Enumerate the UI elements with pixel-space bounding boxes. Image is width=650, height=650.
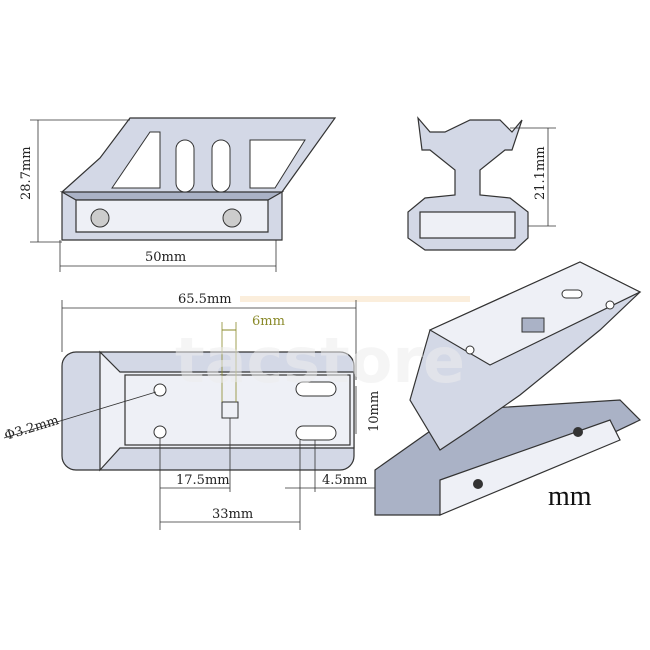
watermark-bar (240, 296, 470, 302)
slot-height-label: 10mm (367, 391, 382, 432)
side-view: 28.7mm 50mm (19, 117, 337, 272)
end-height-label: 21.1mm (533, 146, 548, 200)
watermark: tacstore (175, 324, 465, 397)
hole-spacing-label: 33mm (212, 507, 253, 522)
end-view: 21.1mm (407, 116, 556, 251)
width-label: 50mm (145, 250, 186, 265)
top-view (3, 300, 375, 530)
height-label: 28.7mm (19, 146, 34, 200)
hole-to-center-label: 17.5mm (176, 473, 230, 488)
unit-label: mm (548, 481, 592, 512)
hole-diameter-label: Φ3.2mm (3, 413, 61, 444)
slot-offset-label: 4.5mm (322, 473, 367, 488)
length-label: 65.5mm (178, 292, 232, 307)
iso-view (374, 261, 642, 516)
slot-width-label: 6mm (252, 314, 285, 329)
